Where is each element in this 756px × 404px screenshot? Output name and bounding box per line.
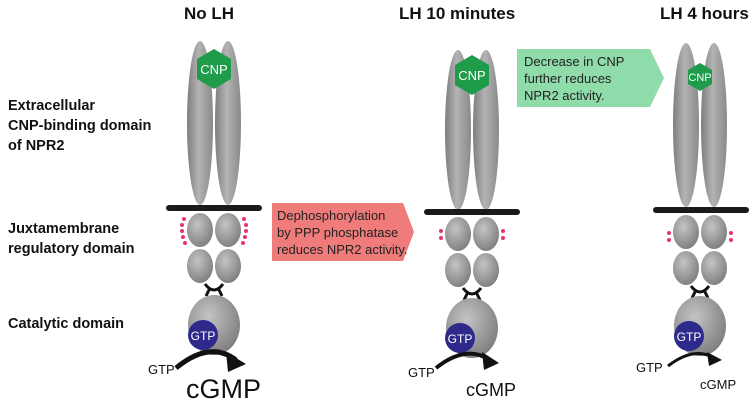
juxtamembrane-upper-left bbox=[673, 215, 699, 249]
cnp-hexagon bbox=[197, 49, 231, 89]
linker bbox=[461, 287, 483, 301]
juxtamembrane-lower-right bbox=[215, 249, 241, 283]
column-title-lh-10-minutes: LH 10 minutes bbox=[399, 4, 516, 23]
label-line: Extracellular bbox=[8, 98, 96, 114]
juxtamembrane-lower-right bbox=[701, 251, 727, 285]
label-catalytic-domain: Catalytic domain bbox=[8, 314, 124, 334]
linker bbox=[203, 283, 225, 297]
gtp-circle bbox=[445, 323, 475, 353]
cnp-decrease-callout-arrow bbox=[517, 49, 664, 107]
gtp-label: GTP bbox=[677, 330, 702, 344]
juxtamembrane-upper-right bbox=[473, 217, 499, 251]
gtp-label: GTP bbox=[448, 332, 473, 346]
arrow-head bbox=[226, 352, 246, 372]
membrane-bar bbox=[424, 209, 520, 215]
callout-line: by PPP phosphatase bbox=[277, 225, 399, 240]
callout-line: Decrease in CNP bbox=[524, 54, 625, 69]
gtp-circle bbox=[188, 320, 218, 350]
cgmp-product: cGMP bbox=[466, 380, 516, 400]
label-line: of NPR2 bbox=[8, 138, 65, 154]
callout-line: further reduces bbox=[524, 71, 612, 86]
gtp-substrate-label: GTP bbox=[408, 365, 435, 380]
label-line: regulatory domain bbox=[8, 241, 135, 257]
cgmp-product: cGMP bbox=[700, 377, 736, 392]
arrow-head bbox=[482, 352, 499, 370]
cnp-label: CNP bbox=[458, 68, 485, 83]
callout-line: reduces NPR2 activity. bbox=[277, 242, 408, 257]
cnp-label: CNP bbox=[688, 72, 711, 84]
cnp-decrease-callout-text: Decrease in CNP further reduces NPR2 act… bbox=[524, 53, 624, 104]
dephosphorylation-callout-arrow bbox=[272, 203, 414, 261]
membrane-bar bbox=[653, 207, 749, 213]
dephosphorylation-callout-text: Dephosphorylation by PPP phosphatase red… bbox=[277, 207, 408, 258]
gtp-substrate-label: GTP bbox=[148, 362, 175, 377]
juxtamembrane-upper-right bbox=[215, 213, 241, 247]
receptor-lh-10-minutes: CNP GTP GTP cGMP bbox=[408, 50, 520, 400]
juxtamembrane-lower-left bbox=[445, 253, 471, 287]
label-line: CNP-binding domain bbox=[8, 118, 152, 134]
cnp-hexagon bbox=[455, 55, 489, 95]
reaction-arrow bbox=[434, 351, 492, 370]
juxtamembrane-lower-right bbox=[473, 253, 499, 287]
membrane-bar bbox=[166, 205, 262, 211]
juxtamembrane-upper-left bbox=[445, 217, 471, 251]
label-line: Catalytic domain bbox=[8, 316, 125, 332]
label-line: Juxtamembrane bbox=[8, 221, 120, 237]
gtp-substrate-label: GTP bbox=[636, 360, 663, 375]
juxtamembrane-lower-left bbox=[673, 251, 699, 285]
receptor-lh-4-hours: CNP GTP GTP cGMP bbox=[636, 43, 749, 392]
cnp-label: CNP bbox=[200, 62, 227, 77]
phosphate-dots bbox=[667, 231, 733, 242]
cnp-hexagon bbox=[688, 63, 712, 91]
callout-line: NPR2 activity. bbox=[524, 88, 605, 103]
label-juxtamembrane-domain: Juxtamembrane regulatory domain bbox=[8, 219, 135, 259]
column-title-no-lh: No LH bbox=[184, 4, 235, 23]
juxtamembrane-upper-left bbox=[187, 213, 213, 247]
linker bbox=[689, 285, 711, 299]
juxtamembrane-upper-right bbox=[701, 215, 727, 249]
gtp-circle bbox=[674, 321, 704, 351]
gtp-label: GTP bbox=[191, 329, 216, 343]
phosphate-dots bbox=[180, 217, 248, 245]
arrow-head bbox=[707, 352, 722, 366]
column-title-lh-4-hours: LH 4 hours bbox=[660, 4, 749, 23]
phosphate-dots bbox=[439, 229, 505, 240]
receptor-no-lh: CNP GTP GTP cGMP bbox=[148, 41, 262, 404]
label-extracellular-domain: Extracellular CNP-binding domain of NPR2 bbox=[8, 96, 151, 156]
reaction-arrow bbox=[667, 352, 715, 368]
cgmp-product: cGMP bbox=[186, 374, 261, 404]
juxtamembrane-lower-left bbox=[187, 249, 213, 283]
callout-line: Dephosphorylation bbox=[277, 208, 386, 223]
